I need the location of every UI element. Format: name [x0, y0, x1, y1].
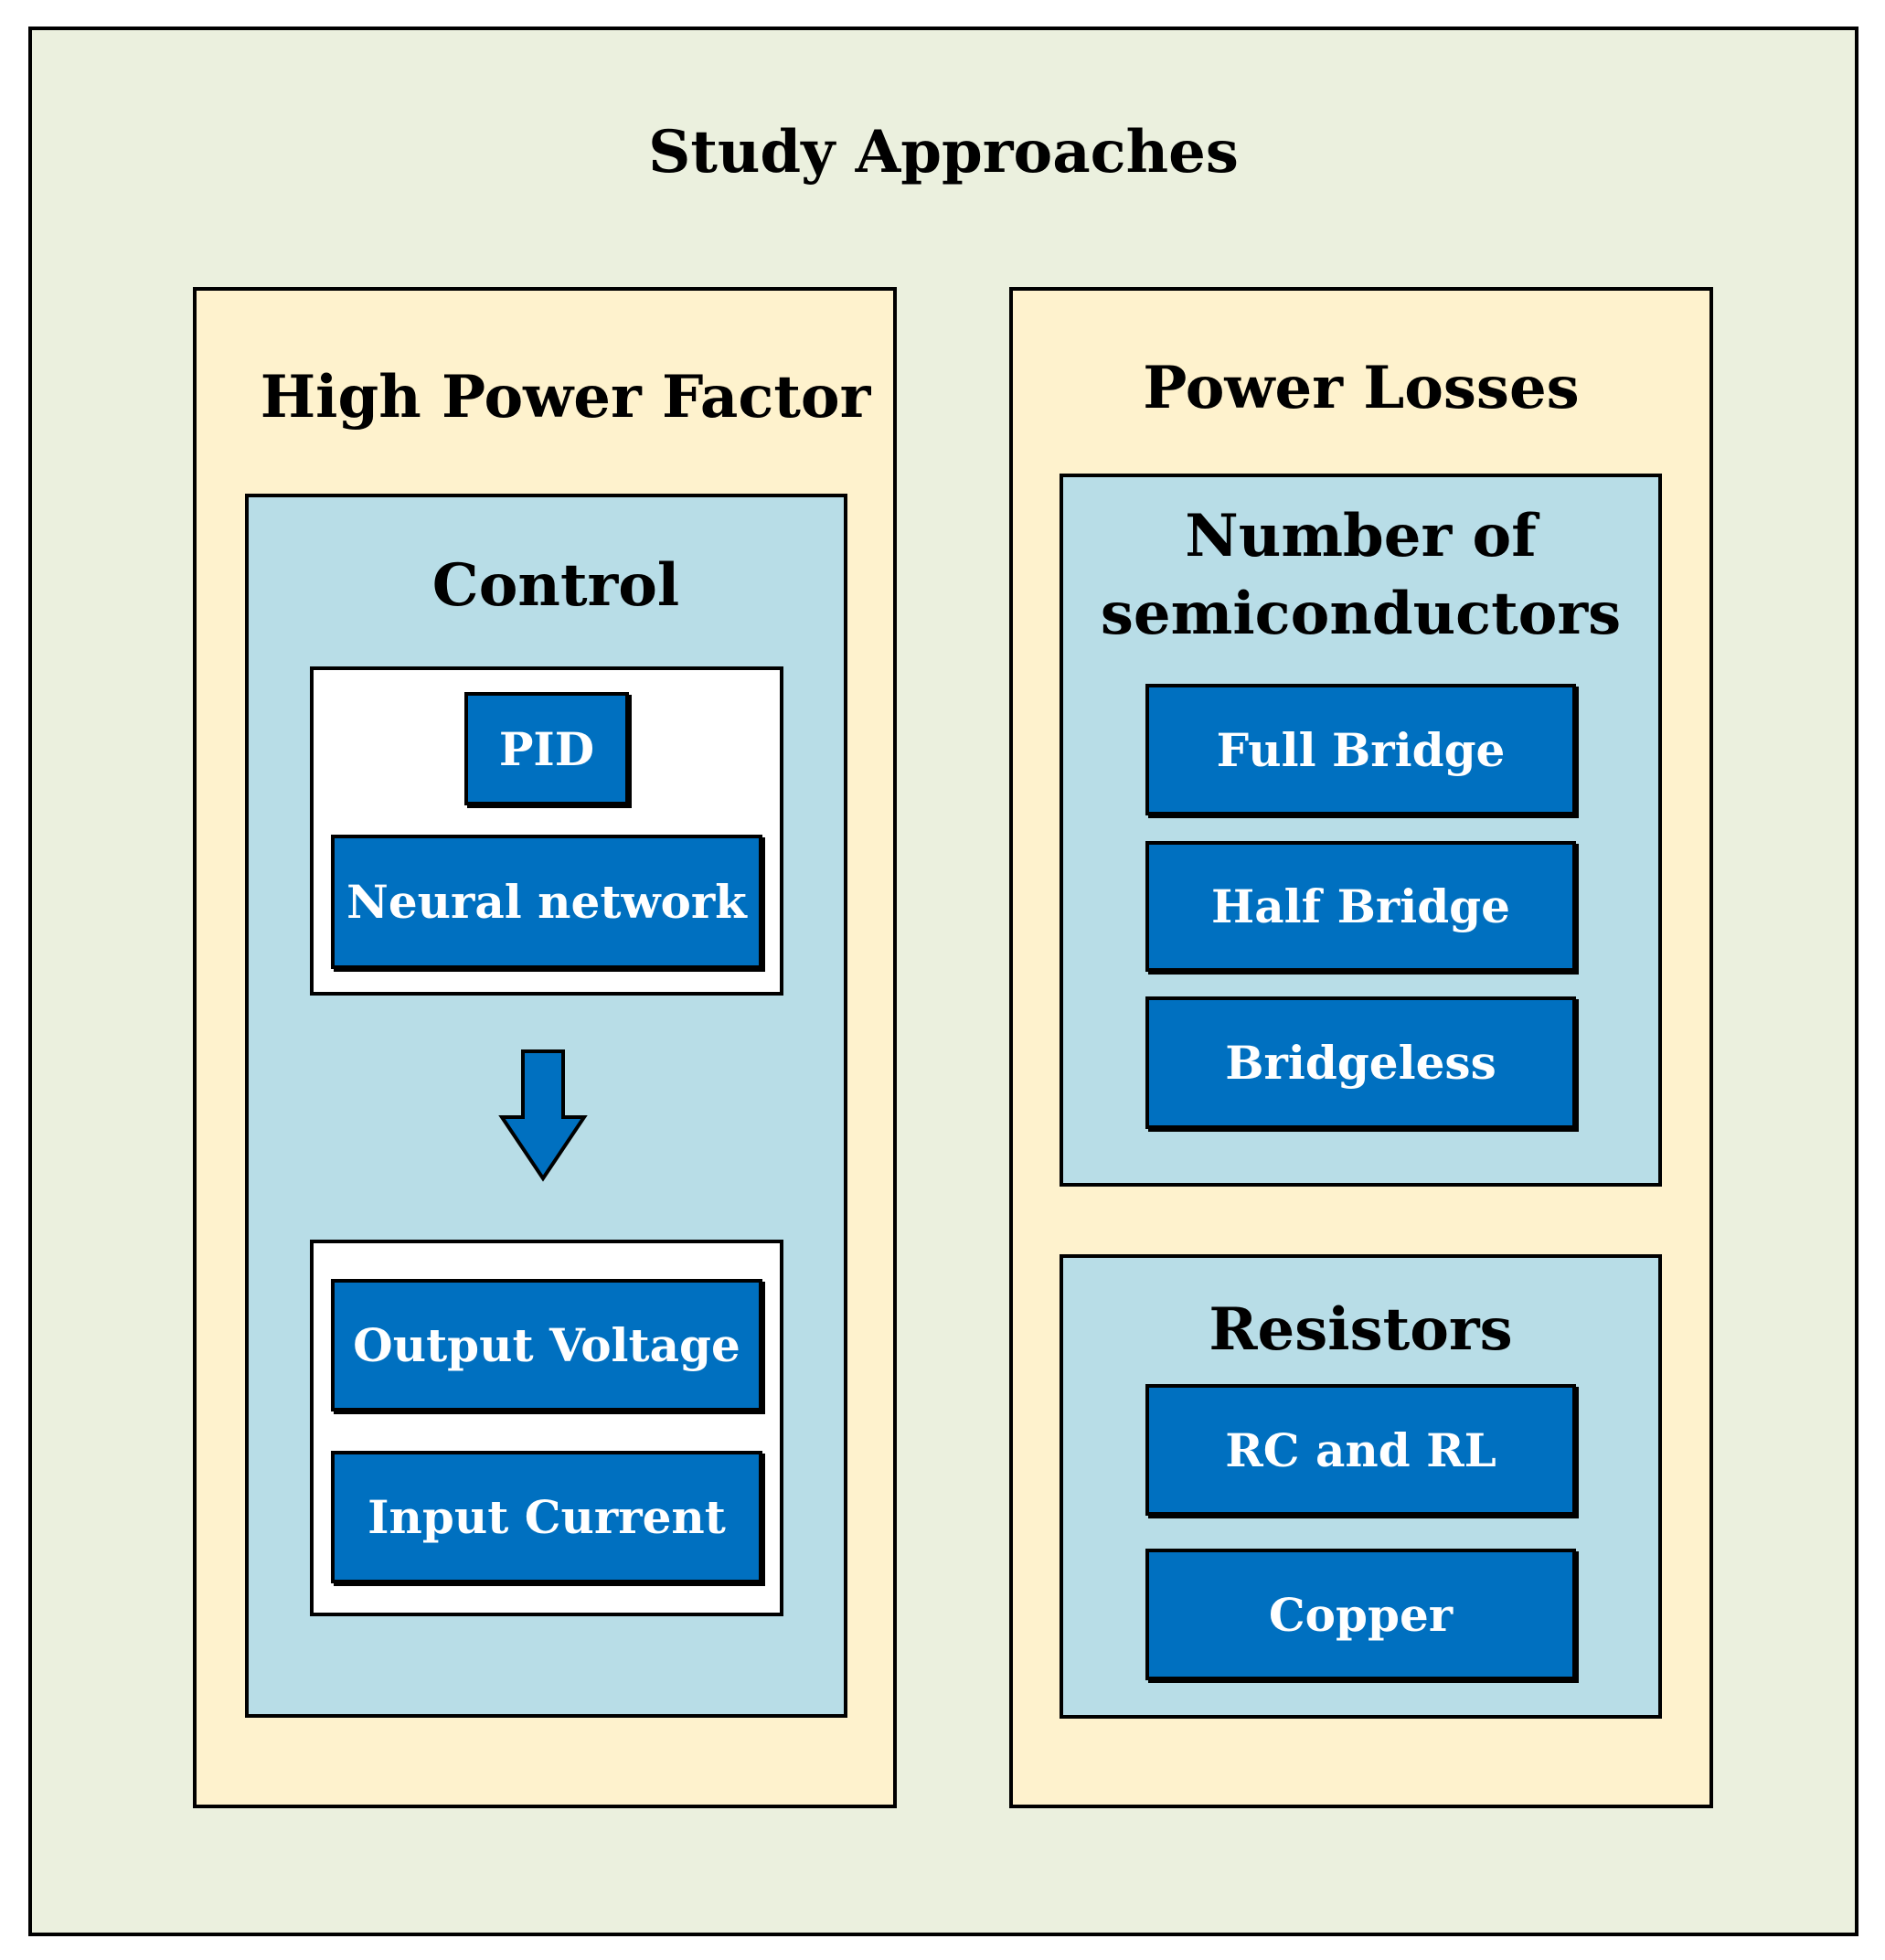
- method-box-pid: PID: [464, 692, 629, 805]
- resistors-title: Resistors: [1209, 1295, 1513, 1364]
- item-box-bridgeless: Bridgeless: [1145, 996, 1576, 1129]
- diagram-title: Study Approaches: [648, 118, 1239, 186]
- method-box-neural-network: Neural network: [331, 835, 762, 969]
- item-box-full-bridge: Full Bridge: [1145, 684, 1576, 815]
- down-arrow-icon: [498, 1049, 588, 1182]
- semiconductors-title-line2: semiconductors: [1100, 580, 1622, 648]
- control-title: Control: [431, 551, 680, 620]
- item-box-rc-and-rl: RC and RL: [1145, 1384, 1576, 1516]
- target-box-output-voltage: Output Voltage: [331, 1279, 762, 1411]
- high-power-factor-title: High Power Factor: [260, 363, 871, 431]
- semiconductors-title-line1: Number of: [1185, 502, 1537, 570]
- item-box-copper: Copper: [1145, 1549, 1576, 1680]
- power-losses-title: Power Losses: [1143, 354, 1580, 422]
- item-box-half-bridge: Half Bridge: [1145, 841, 1576, 972]
- target-box-input-current: Input Current: [331, 1451, 762, 1583]
